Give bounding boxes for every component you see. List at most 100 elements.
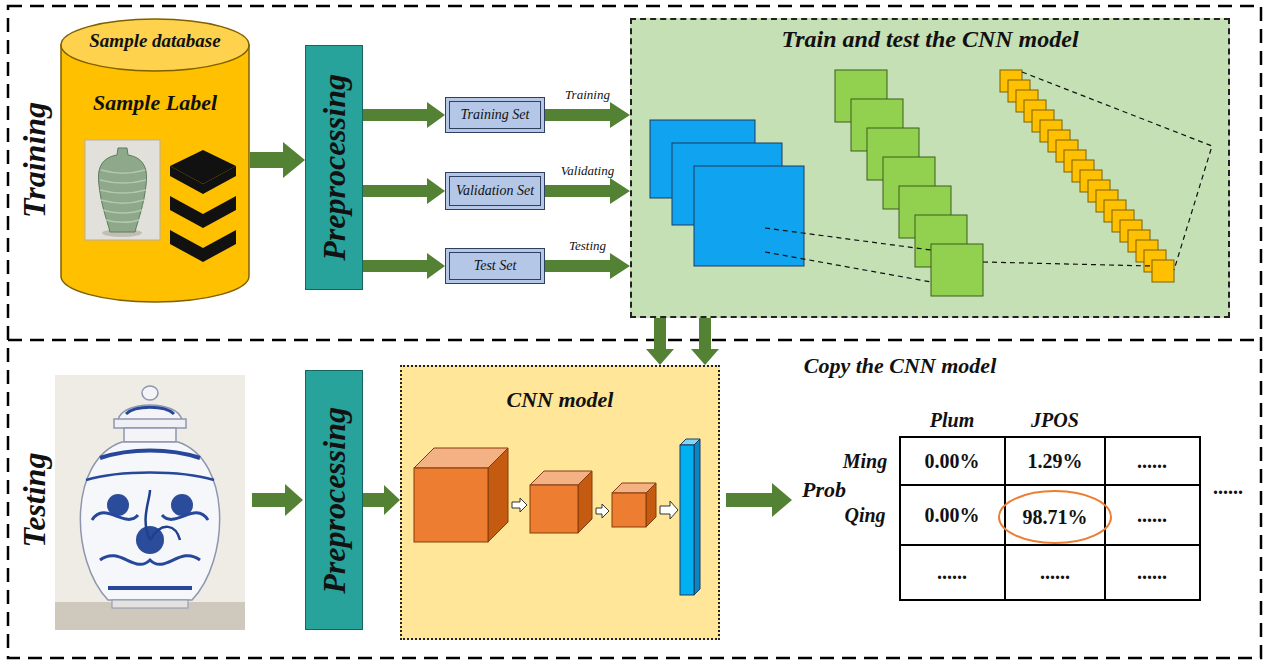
section-divider	[8, 339, 1261, 342]
sample-vase-photo	[98, 148, 146, 232]
conv-feature-maps	[835, 70, 983, 296]
table-cell: ......	[937, 561, 967, 584]
label-stack-icon	[172, 217, 234, 233]
cnn-layer-cubes	[414, 448, 508, 468]
preprocessing-box: Preprocessing	[305, 370, 363, 630]
probability-table-grid	[900, 437, 1200, 600]
dense-units	[1000, 70, 1174, 282]
layer-arrows	[596, 504, 609, 518]
dense-units	[1008, 80, 1030, 102]
flow-arrow	[545, 102, 630, 128]
table-cell: 0.00%	[925, 504, 980, 527]
layer-arrows	[512, 498, 527, 512]
table-row-header: Ming	[843, 450, 887, 473]
probability-table-grid	[900, 544, 1200, 546]
flow-arrow	[363, 485, 400, 515]
flow-arrow	[545, 253, 630, 279]
dense-units	[1040, 120, 1062, 142]
table-cell: 1.29%	[1028, 450, 1083, 473]
test-vase-photo	[80, 442, 219, 600]
section-label: Testing	[16, 453, 53, 548]
connection-dashes	[1022, 72, 1212, 270]
dense-units	[1064, 150, 1086, 172]
test-vase-photo	[142, 386, 158, 400]
table-header: JPOS	[1031, 409, 1079, 432]
dense-units	[1032, 110, 1054, 132]
probability-table-grid	[1104, 437, 1106, 600]
prob-arrow	[726, 483, 792, 517]
dense-units	[1080, 170, 1102, 192]
sample-vase-photo	[85, 140, 160, 240]
label-stack-icon	[170, 230, 236, 262]
cnn-layer-cubes	[612, 483, 656, 493]
sample-vase-photo	[102, 229, 142, 237]
cnn-layer-cubes	[612, 483, 656, 527]
cnn-layer-cubes	[612, 493, 646, 527]
test-vase-photo	[55, 375, 245, 630]
cnn-layer-cubes	[414, 448, 508, 542]
output-vector	[694, 439, 700, 595]
input-arrow	[252, 484, 303, 516]
test-vase-photo	[124, 428, 176, 442]
table-row-header: Qing	[844, 504, 885, 527]
label-stack-icon	[172, 183, 234, 199]
cylinder-outline	[60, 18, 250, 303]
dataset-box: Validation Set	[445, 172, 545, 210]
training-region: Train and test the CNN model	[630, 18, 1230, 318]
flow-arrow	[646, 318, 674, 365]
layer-arrows	[512, 498, 678, 519]
table-cell: ......	[1137, 450, 1167, 473]
test-vase-photo	[126, 407, 174, 414]
conv-feature-maps	[883, 157, 935, 209]
probability-table-grid	[900, 484, 1200, 486]
flow-arrow	[545, 178, 630, 204]
flow-arrow	[363, 253, 445, 279]
cnn-layer-cubes	[530, 471, 592, 533]
test-vase-photo	[55, 375, 245, 630]
arrow-label: Prob	[802, 477, 846, 502]
dense-units	[1096, 190, 1118, 212]
label-stack-icon	[170, 150, 236, 184]
cnn-layer-cubes	[414, 448, 656, 542]
input-feature-maps	[672, 143, 782, 225]
dense-units	[1016, 90, 1038, 112]
cnn-model-box: CNN model	[400, 365, 720, 640]
conv-feature-maps	[851, 99, 903, 151]
cnn-layer-cubes	[578, 471, 592, 533]
flow-arrow	[363, 102, 445, 128]
arrow-label: Testing	[569, 239, 606, 254]
connection-dashes	[765, 252, 931, 282]
dense-units	[1056, 140, 1078, 162]
flow-arrow	[363, 178, 445, 204]
cnn-layer-cubes	[530, 485, 578, 533]
dense-units	[1120, 220, 1142, 242]
sample-vase-photo	[85, 140, 160, 240]
node-label: Train and test the CNN model	[781, 26, 1078, 54]
test-vase-photo	[118, 405, 182, 420]
node-label: CNN model	[507, 387, 614, 412]
section-label: Training	[16, 102, 53, 218]
cylinder-body	[61, 44, 249, 302]
dense-units	[1152, 260, 1174, 282]
output-vector	[680, 439, 700, 595]
dense-units	[1072, 160, 1094, 182]
output-vector	[680, 439, 700, 445]
cylinder-top	[61, 19, 249, 71]
node-label: Validation Set	[456, 183, 534, 199]
vertical-node-label: Preprocessing	[316, 407, 353, 594]
vertical-node-label: Preprocessing	[316, 74, 353, 261]
annotation: Copy the CNN model	[804, 353, 997, 378]
dense-units	[1048, 130, 1070, 152]
connection-dashes	[765, 228, 931, 250]
label-stack-icon	[170, 166, 236, 194]
table-cell: ......	[1137, 561, 1167, 584]
test-vase-photo	[114, 419, 186, 428]
flow-arrow	[691, 318, 719, 365]
test-vase-photo	[112, 600, 188, 608]
node-label: Training Set	[461, 107, 530, 123]
node-label: Sample database	[89, 30, 220, 52]
table-header: Plum	[930, 409, 974, 432]
input-feature-maps	[650, 120, 755, 198]
cnn-layer-cubes	[646, 483, 656, 527]
arrow-label: Training	[565, 88, 610, 103]
